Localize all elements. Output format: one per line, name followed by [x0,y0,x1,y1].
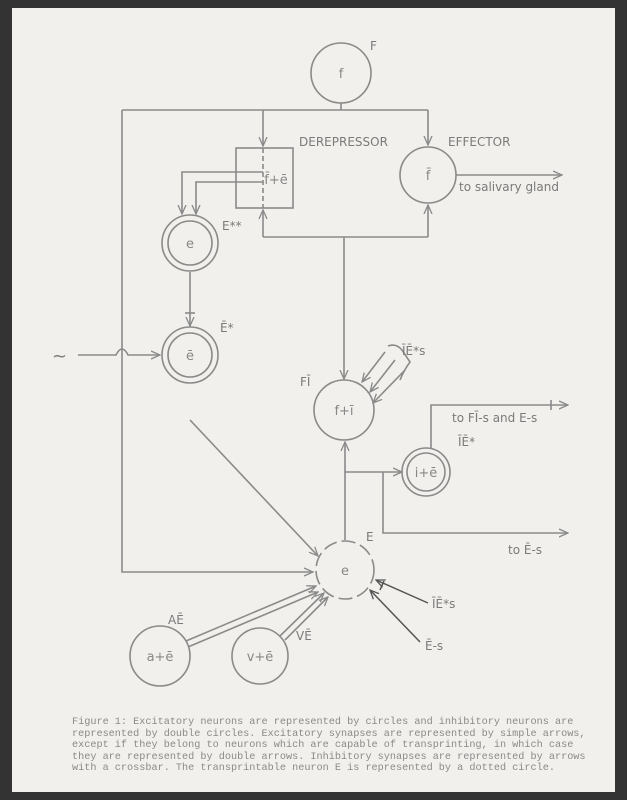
node-f: f F [310,39,377,104]
svg-text:E: E [366,530,374,544]
svg-text:to Ē-s: to Ē-s [508,543,542,557]
svg-text:Ē*: Ē* [220,321,234,335]
figure-caption: Figure 1: Excitatory neurons are represe… [72,717,586,775]
svg-text:e: e [341,564,349,579]
node-effector: f̄ EFFECTOR to salivary gland [399,135,562,204]
svg-text:f+ī: f+ī [334,404,353,419]
svg-text:ĪĒ*: ĪĒ* [458,435,475,449]
paper-sheet [12,8,615,792]
top-connections [121,103,428,572]
svg-text:ĪĒ*s: ĪĒ*s [402,344,425,358]
feedback-lines [263,205,428,379]
node-E: e E ĪĒ*s Ē-s [315,530,455,653]
svg-text:E**: E** [222,219,242,233]
svg-text:f̄+ē: f̄+ē [264,173,287,188]
svg-text:f̄: f̄ [426,169,431,184]
node-f-plus-i: f+ī FĪ ĪĒ*s [300,344,425,441]
node-i-plus-e: i+ē ĪĒ* to FĪ-s and E-s to Ē-s [345,400,568,557]
node-a-plus-e: a+ē AĒ [129,586,318,687]
svg-text:to FĪ-s and E-s: to FĪ-s and E-s [452,411,537,425]
svg-text:ĪĒ*s: ĪĒ*s [432,597,455,611]
svg-text:DEREPRESSOR: DEREPRESSOR [299,135,388,149]
node-v-plus-e: v+ē VĒ [231,593,328,685]
svg-text:F: F [370,39,377,53]
svg-text:e: e [186,237,194,252]
derepressor-box: f̄+ē DEREPRESSOR [182,135,388,214]
svg-text:AĒ: AĒ [168,613,184,627]
svg-text:i+ē: i+ē [415,466,438,481]
svg-text:FĪ: FĪ [300,375,311,389]
svg-text:~: ~ [52,346,67,367]
svg-text:EFFECTOR: EFFECTOR [448,135,510,149]
svg-text:v+ē: v+ē [247,650,274,665]
svg-text:f: f [339,67,344,82]
svg-text:ē: ē [186,349,194,364]
node-e-double-star: e E** [161,214,242,326]
svg-text:a+ē: a+ē [147,650,174,665]
svg-text:VĒ: VĒ [296,629,312,643]
svg-text:Ē-s: Ē-s [425,639,443,653]
svg-text:to salivary gland: to salivary gland [459,180,559,194]
node-e-bar-star: ē Ē* ~ [52,321,318,556]
